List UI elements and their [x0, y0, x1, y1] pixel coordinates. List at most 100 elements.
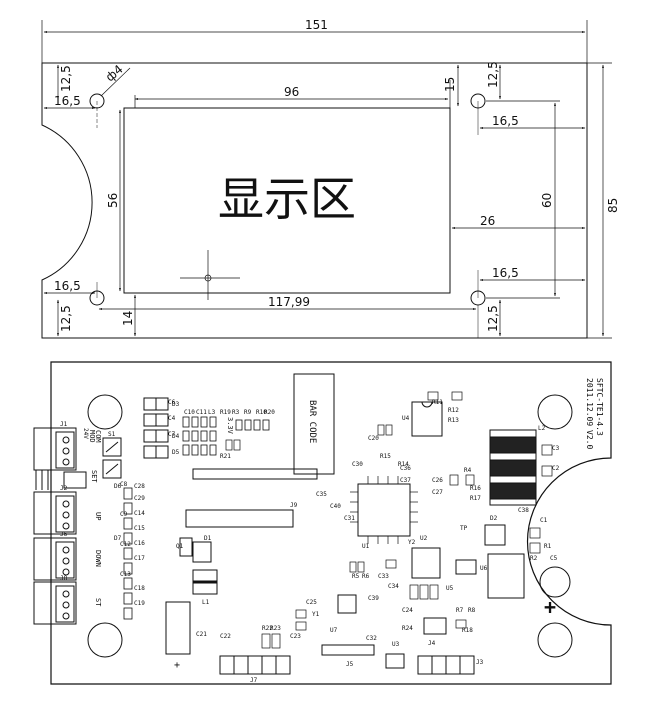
- label-c36: C36: [400, 465, 411, 472]
- dim-top-left-125: 12,5: [59, 65, 73, 92]
- label-r13: R13: [448, 417, 459, 424]
- label-c39: C39: [368, 595, 379, 602]
- chip-u4: [411, 401, 443, 437]
- pcb-outline: [50, 361, 612, 685]
- label-r9: R9: [244, 409, 252, 416]
- chip-u5: [411, 547, 441, 579]
- dim-bottom-left-125: 12,5: [59, 305, 73, 332]
- label-j7: J7: [250, 677, 258, 684]
- label-d1: D1: [204, 535, 212, 542]
- pcb-hole-tr: [537, 394, 573, 430]
- pcb-hole-bl: [87, 622, 123, 658]
- diode-near-j5: [385, 653, 405, 669]
- label-r24: R24: [402, 625, 413, 632]
- electrolytic-c: [165, 601, 191, 655]
- label-y1: Y1: [312, 611, 320, 618]
- label-j9: J9: [290, 502, 298, 509]
- label-u6: U6: [480, 565, 488, 572]
- label-j4: J4: [428, 640, 436, 647]
- label-r6: R6: [362, 573, 370, 580]
- label-u3: U3: [392, 641, 400, 648]
- label-st: ST: [94, 598, 102, 607]
- label-c25: C25: [306, 599, 317, 606]
- label-c3: C3: [552, 445, 560, 452]
- label-c12: C12: [120, 541, 131, 548]
- label-c1: C1: [540, 517, 548, 524]
- pcb-hole-mid-r: [539, 566, 571, 598]
- dim-top-right-165: 16,5: [492, 114, 519, 128]
- label-c7: C7: [168, 431, 176, 438]
- dim-top-left-165: 16,5: [54, 94, 81, 108]
- label-c16: C16: [134, 540, 145, 547]
- label-r22: R22: [262, 625, 273, 632]
- label-r4: R4: [464, 467, 472, 474]
- pcb-date: 2011.12.09: [585, 378, 594, 426]
- pcb-version: V2.0: [585, 430, 594, 449]
- label-c10: C10: [184, 409, 195, 416]
- label-u7: U7: [330, 627, 338, 634]
- label-3v3: 3.3V: [226, 417, 234, 435]
- label-c29: C29: [134, 495, 145, 502]
- barcode-area: [293, 373, 335, 475]
- label-c30: C30: [352, 461, 363, 468]
- label-c31: C31: [344, 515, 355, 522]
- terminal-block-modbus: [33, 427, 77, 471]
- label-j1: J1: [60, 421, 68, 428]
- label-c23: C23: [290, 633, 301, 640]
- label-c34: C34: [388, 583, 399, 590]
- diode-array: [143, 397, 169, 459]
- label-r15: R15: [380, 453, 391, 460]
- label-r1: R1: [544, 543, 552, 550]
- label-r2: R2: [530, 555, 538, 562]
- label-c4: C4: [168, 415, 176, 422]
- chip-u6: [455, 559, 477, 575]
- label-c40: C40: [330, 503, 341, 510]
- label-up: UP: [94, 512, 102, 520]
- label-d2: D2: [490, 515, 498, 522]
- switch-1: [102, 437, 122, 457]
- label-c15: C15: [134, 525, 145, 532]
- terminal-block-up: [33, 491, 77, 535]
- label-c27: C27: [432, 489, 443, 496]
- label-c26: C26: [432, 477, 443, 484]
- cap-column: [123, 487, 133, 620]
- pcb-title: SFTC-TE1-4.3: [595, 378, 604, 436]
- label-r11: R11: [432, 399, 443, 406]
- header-j3: [417, 655, 475, 675]
- display-area-label: 显示区: [218, 172, 356, 226]
- label-c19: C19: [134, 600, 145, 607]
- label-j2: J2: [60, 485, 68, 492]
- label-c20: C20: [368, 435, 379, 442]
- label-d4: D4: [172, 433, 180, 440]
- label-set: SET: [90, 470, 98, 483]
- terminal-block-down: [33, 537, 77, 581]
- chip-u7: [337, 594, 357, 614]
- regulator-u: [487, 553, 525, 599]
- connector-j5: [321, 644, 375, 656]
- pcb-hole-tl: [87, 394, 123, 430]
- dim-14: 14: [121, 311, 135, 326]
- dim-117-99: 117,99: [268, 295, 310, 309]
- label-r23: R23: [270, 625, 281, 632]
- label-q1: Q1: [176, 543, 184, 550]
- barcode-label: BAR CODE: [307, 400, 317, 443]
- dimension-labels: 151 85 12,5 16,5 ф4 96 15 12,5 16,5 56 显…: [54, 18, 620, 332]
- diode-d1: [192, 541, 212, 563]
- switch-2: [102, 459, 122, 479]
- label-u1: U1: [362, 543, 370, 550]
- label-c33: C33: [378, 573, 389, 580]
- dim-96: 96: [284, 85, 299, 99]
- inductor-l2-a: [489, 436, 537, 454]
- board-outline: [41, 62, 588, 339]
- label-r10: R10: [256, 409, 267, 416]
- label-r20: R20: [264, 409, 275, 416]
- dim-26: 26: [480, 214, 495, 228]
- label-r3: R3: [232, 409, 240, 416]
- label-c17: C17: [134, 555, 145, 562]
- label-r14: R14: [398, 461, 409, 468]
- label-c9: C9: [120, 511, 128, 518]
- dim-56: 56: [106, 193, 120, 208]
- label-c24: C24: [402, 607, 413, 614]
- label-y2: Y2: [408, 539, 416, 546]
- dim-hole-d4: ф4: [103, 62, 126, 84]
